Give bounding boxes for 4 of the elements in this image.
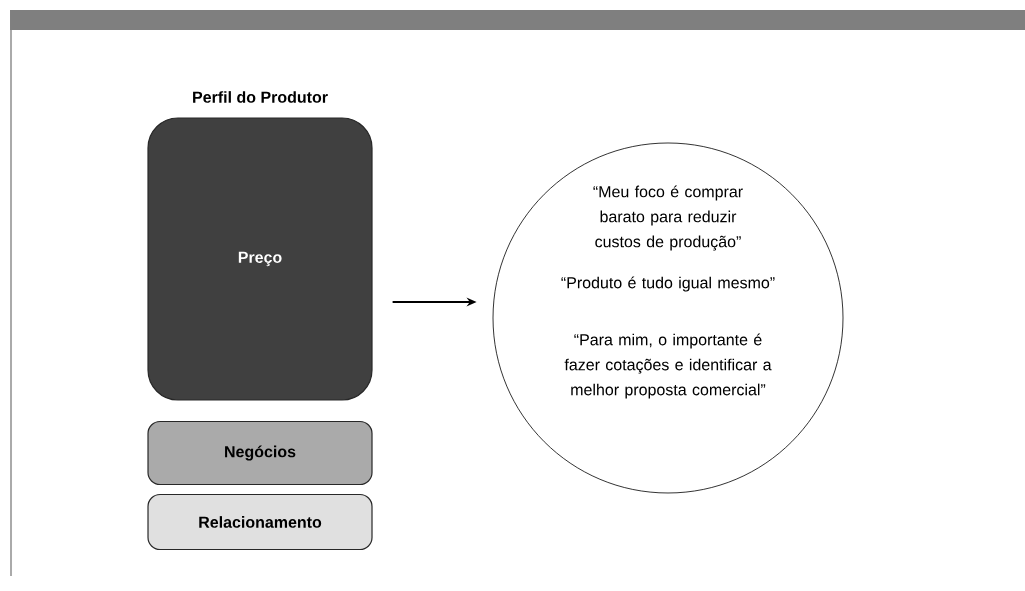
heading: Perfil do Produtor	[193, 91, 328, 103]
process-box: Negócios	[147, 420, 373, 486]
process-box: Preço	[147, 117, 373, 401]
process-box: Relacionamento	[147, 493, 373, 551]
